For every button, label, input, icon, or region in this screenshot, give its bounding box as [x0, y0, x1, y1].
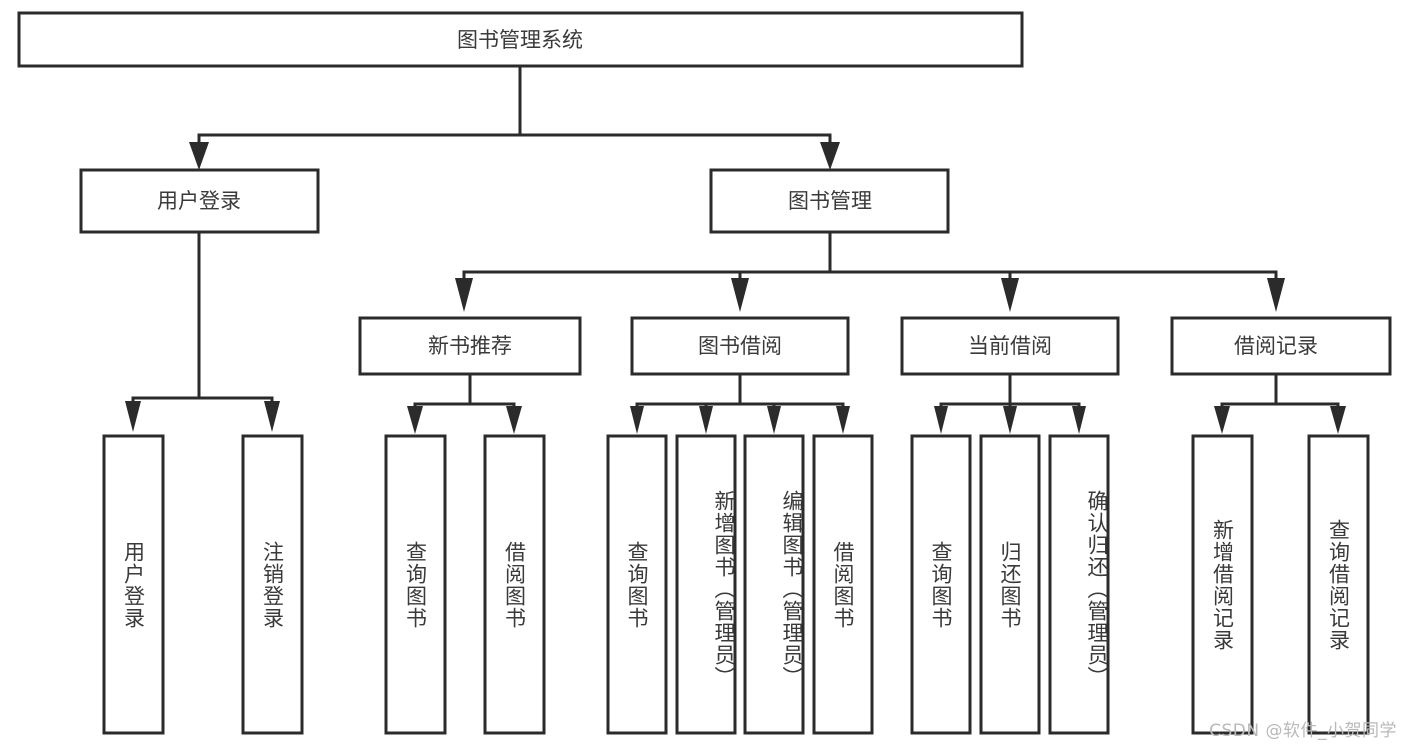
arrow-head-icon	[820, 142, 840, 170]
leaf-box-query-book-1[interactable]	[384, 434, 447, 735]
arrow-head-icon	[630, 406, 644, 434]
node-label: 当前借阅	[968, 334, 1052, 358]
node-label: 新书推荐	[428, 334, 512, 358]
leaf-box-add-book-admin[interactable]	[675, 434, 737, 735]
node-label: 图书借阅	[698, 334, 782, 358]
arrow-head-icon	[125, 401, 141, 432]
leaf-box-user-login[interactable]	[102, 434, 165, 735]
node-borrow-records[interactable]: 借阅记录	[1170, 316, 1392, 376]
leaf-box-add-borrow-record[interactable]	[1191, 434, 1254, 735]
connector-userlogin-to-leaves	[125, 230, 280, 432]
node-label: 用户登录	[157, 189, 241, 213]
connector-bookmgmt-to-level3	[455, 230, 1285, 312]
connector-newbook-to-leaves	[407, 372, 522, 434]
node-label: 图书管理系统	[457, 28, 583, 52]
leaf-box-query-borrow-record[interactable]	[1307, 434, 1370, 735]
node-box[interactable]	[358, 316, 582, 376]
arrow-head-icon	[1003, 406, 1017, 434]
node-book-borrow[interactable]: 图书借阅	[630, 316, 850, 376]
arrow-head-icon	[455, 278, 473, 312]
arrow-head-icon	[1072, 406, 1086, 434]
connector-root-to-level2	[189, 64, 840, 170]
leaf-box-borrow-book-1[interactable]	[483, 434, 546, 735]
leaf-box-logout[interactable]	[241, 434, 304, 735]
watermark-text: CSDN @软件_小贺同学	[1209, 721, 1397, 741]
arrow-head-icon	[731, 278, 749, 312]
arrow-head-icon	[1214, 406, 1230, 434]
node-label: 借阅记录	[1234, 334, 1318, 358]
connector-currentborrow-to-leaves	[934, 372, 1086, 434]
node-box[interactable]	[900, 316, 1120, 376]
arrow-head-icon	[264, 401, 280, 432]
arrow-head-icon	[1001, 278, 1019, 312]
node-root-book-management-system[interactable]: 图书管理系统	[17, 11, 1024, 68]
node-box[interactable]	[79, 168, 320, 234]
node-box[interactable]	[1170, 316, 1392, 376]
connector-bookborrow-to-leaves	[630, 372, 850, 434]
connector-borrowrecord-to-leaves	[1214, 372, 1346, 434]
arrow-head-icon	[1267, 278, 1285, 312]
node-book-management[interactable]: 图书管理	[709, 168, 950, 234]
node-current-borrow[interactable]: 当前借阅	[900, 316, 1120, 376]
node-box[interactable]	[630, 316, 850, 376]
arrow-head-icon	[934, 406, 948, 434]
node-box[interactable]	[17, 11, 1024, 68]
arrow-head-icon	[699, 406, 713, 434]
arrow-head-icon	[1330, 406, 1346, 434]
node-user-login[interactable]: 用户登录	[79, 168, 320, 234]
node-new-book-recommend[interactable]: 新书推荐	[358, 316, 582, 376]
leaf-box-query-book-3[interactable]	[910, 434, 972, 735]
leaf-box-borrow-book-2[interactable]	[812, 434, 874, 735]
arrow-head-icon	[407, 406, 423, 434]
node-label: 图书管理	[788, 189, 872, 213]
arrow-head-icon	[506, 406, 522, 434]
node-box[interactable]	[709, 168, 950, 234]
arrow-head-icon	[836, 406, 850, 434]
leaf-box-confirm-return-admin[interactable]	[1048, 434, 1110, 735]
arrow-head-icon	[767, 406, 781, 434]
arrow-head-icon	[189, 142, 209, 170]
leaf-box-return-book[interactable]	[979, 434, 1041, 735]
leaf-box-edit-book-admin[interactable]	[743, 434, 805, 735]
leaf-box-query-book-2[interactable]	[606, 434, 668, 735]
